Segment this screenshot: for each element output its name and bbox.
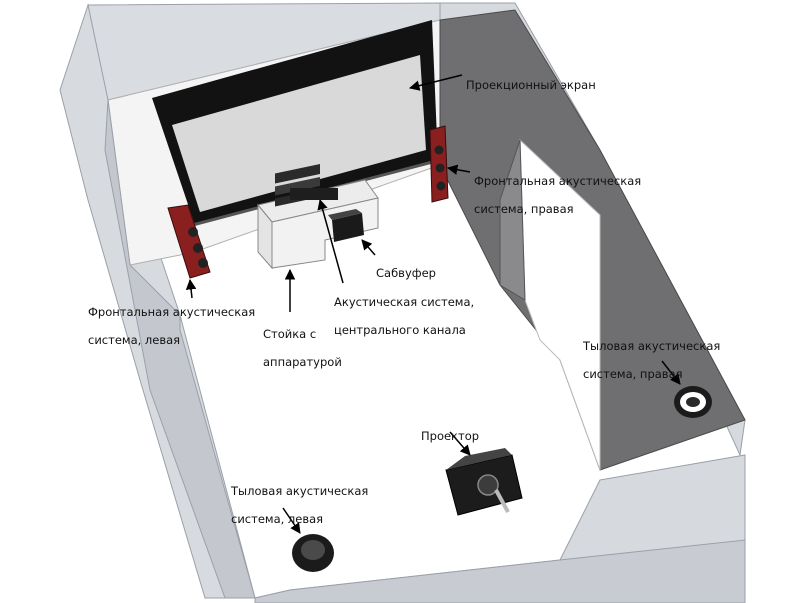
- front-left-driver-3: [198, 258, 208, 268]
- rear-right-speaker-cone: [686, 397, 700, 407]
- label-rack-line2: аппаратурой: [263, 355, 342, 369]
- rack-equipment-2: [275, 176, 320, 196]
- wall-left-face: [104, 99, 256, 599]
- subwoofer-top: [328, 209, 362, 220]
- label-front-right: Фронтальная акустическая система, правая: [474, 160, 641, 230]
- label-screen: Проекционный экран: [466, 64, 596, 106]
- label-rear-right-line1: Тыловая акустическая: [583, 339, 721, 353]
- label-center: Акустическая система, центрального канал…: [334, 281, 474, 351]
- arrow-screen: [408, 74, 463, 91]
- arrow-projector: [449, 431, 471, 456]
- projector-top: [446, 448, 512, 470]
- rear-left-speaker-cone: [301, 540, 325, 560]
- label-projector: Проектор: [421, 415, 479, 457]
- front-left-driver-2: [193, 243, 203, 253]
- doorway-edge: [499, 139, 526, 301]
- wall-front-face: [254, 539, 746, 603]
- arrow-center: [317, 198, 344, 284]
- projection-screen-surface: [172, 55, 426, 212]
- label-projector-text: Проектор: [421, 429, 480, 443]
- label-front-left-line2: система, левая: [88, 333, 181, 347]
- arrow-subwoofer: [361, 239, 376, 256]
- arrow-front-right: [446, 164, 471, 175]
- front-right-driver-3: [436, 181, 446, 191]
- label-screen-text: Проекционный экран: [466, 78, 596, 92]
- projector-lens: [477, 474, 499, 496]
- label-rear-left: Тыловая акустическая система, левая: [231, 470, 368, 540]
- label-front-right-line1: Фронтальная акустическая: [474, 174, 642, 188]
- front-right-driver-1: [434, 145, 444, 155]
- arrow-rear-left: [282, 507, 301, 534]
- label-rear-right: Тыловая акустическая система, правая: [583, 325, 720, 395]
- rack-equipment-1: [275, 163, 320, 184]
- label-rear-left-line1: Тыловая акустическая: [231, 484, 369, 498]
- arrow-front-left: [185, 278, 197, 299]
- label-subwoofer-text: Сабвуфер: [376, 266, 436, 280]
- label-rear-right-line2: система, правая: [583, 367, 683, 381]
- front-right-driver-2: [435, 163, 445, 173]
- projector-mount: [494, 489, 510, 513]
- center-speaker: [290, 188, 338, 200]
- label-subwoofer: Сабвуфер: [376, 252, 436, 294]
- arrow-rear-right: [661, 360, 681, 385]
- label-front-right-line2: система, правая: [474, 202, 574, 216]
- label-center-line2: центрального канала: [334, 323, 466, 337]
- label-rack: Стойка с аппаратурой: [263, 313, 342, 383]
- label-front-left-line1: Фронтальная акустическая: [88, 305, 256, 319]
- subwoofer: [332, 213, 364, 242]
- label-front-left: Фронтальная акустическая система, левая: [88, 291, 255, 361]
- label-rack-line1: Стойка с: [263, 327, 317, 341]
- label-center-line1: Акустическая система,: [334, 295, 475, 309]
- label-rear-left-line2: система, левая: [231, 512, 324, 526]
- front-left-driver-1: [188, 227, 198, 237]
